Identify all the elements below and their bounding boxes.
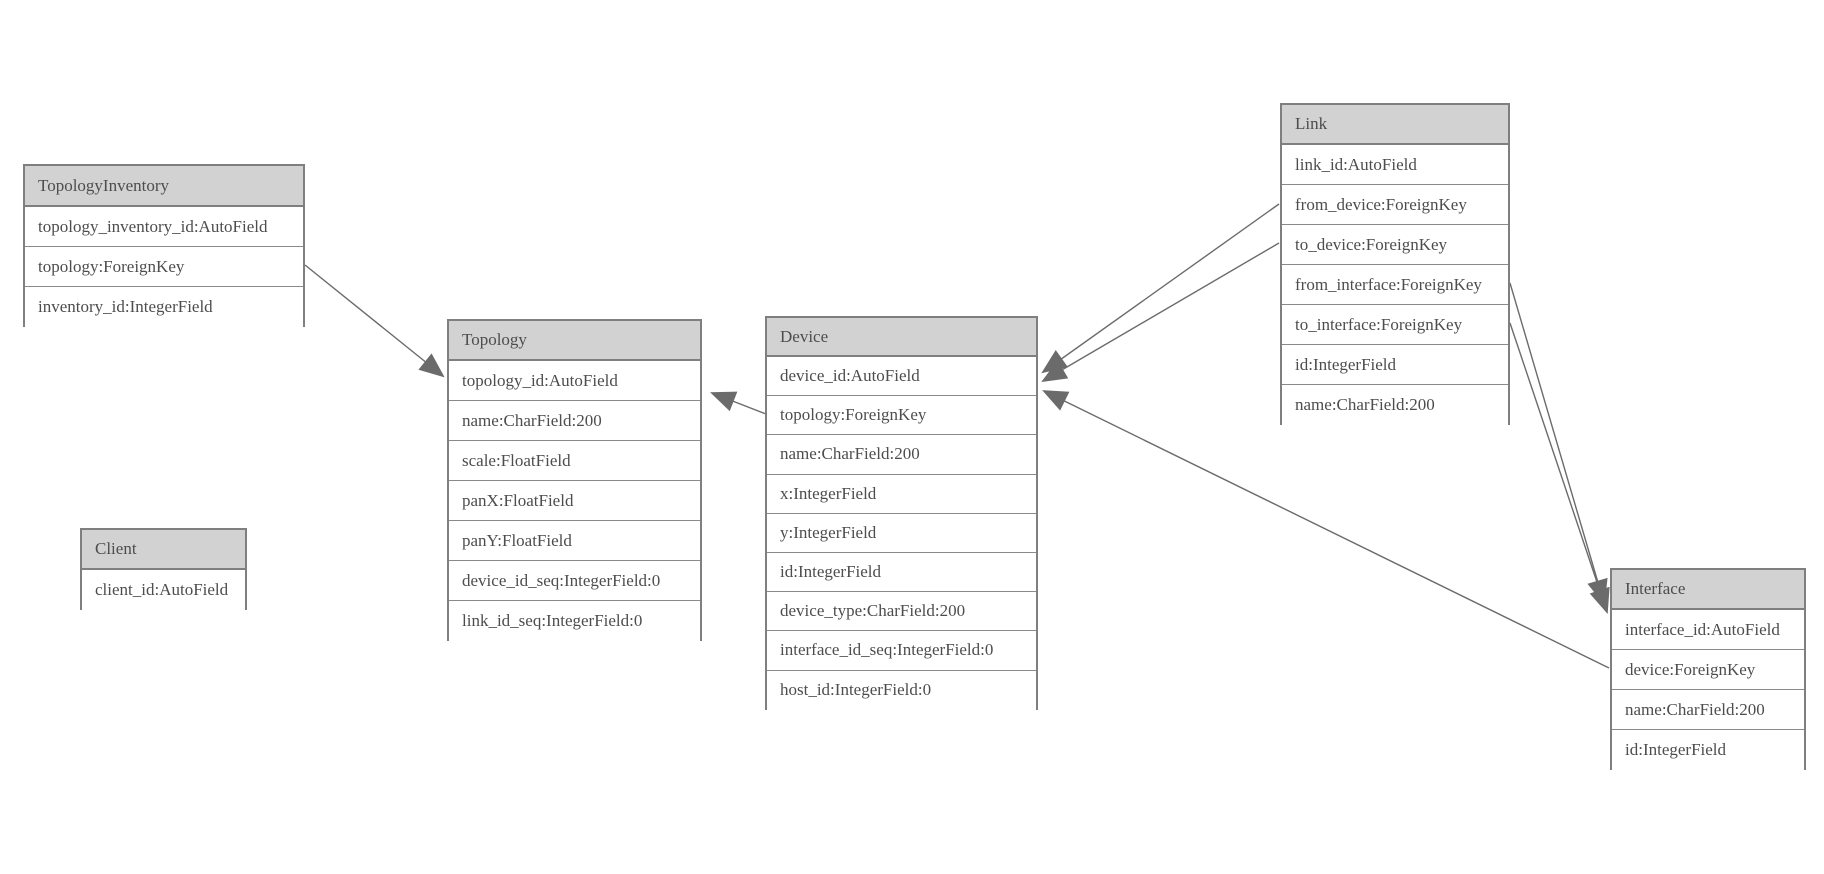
field-row: id:IntegerField	[767, 552, 1036, 593]
field-row: panY:FloatField	[449, 521, 700, 561]
table-title: TopologyInventory	[38, 175, 170, 195]
field-row: panX:FloatField	[449, 481, 700, 521]
table-title: Device	[780, 326, 829, 346]
field-label: host_id:IntegerField:0	[780, 680, 932, 700]
field-label: topology_inventory_id:AutoField	[38, 216, 268, 236]
field-label: name:CharField:200	[1625, 699, 1765, 719]
field-label: inventory_id:IntegerField	[38, 297, 213, 316]
table-header-topologyinventory: TopologyInventory	[25, 166, 303, 207]
edge-topologyinventory-topology	[304, 264, 445, 378]
field-row: from_device:ForeignKey	[1282, 185, 1508, 225]
table-header-interface: Interface	[1612, 570, 1804, 610]
field-label: link_id:AutoField	[1295, 154, 1417, 174]
field-row: device_id_seq:IntegerField:0	[449, 561, 700, 601]
field-row: id:IntegerField	[1282, 345, 1508, 385]
field-row: device_type:CharField:200	[767, 592, 1036, 632]
field-row: to_device:ForeignKey	[1282, 225, 1508, 265]
table-title: Topology	[462, 330, 527, 349]
edge-link-from_device-device	[1041, 203, 1280, 374]
field-row: topology:ForeignKey	[767, 396, 1036, 436]
field-row: device:ForeignKey	[1612, 650, 1804, 690]
field-label: y:IntegerField	[780, 522, 877, 542]
field-label: from_interface:ForeignKey	[1295, 274, 1482, 294]
field-label: panY:FloatField	[462, 530, 572, 550]
field-label: id:IntegerField	[1625, 740, 1727, 759]
table-title: Client	[95, 539, 137, 558]
table-device: Device device_id:AutoField topology:Foreig…	[765, 316, 1038, 710]
field-label: name:CharField:200	[462, 410, 602, 430]
field-label: to_interface:ForeignKey	[1295, 314, 1463, 334]
edge-device-topology	[710, 391, 767, 415]
field-row: x:IntegerField	[767, 474, 1036, 514]
field-label: topology:ForeignKey	[780, 405, 927, 425]
field-row: inventory_id:IntegerField	[25, 287, 303, 327]
field-row: client_id:AutoField	[82, 570, 245, 610]
field-row: link_id_seq:IntegerField:0	[449, 601, 700, 641]
field-row: interface_id_seq:IntegerField:0	[767, 631, 1036, 671]
table-topology: Topology topology_id:AutoField name:CharFi…	[447, 319, 702, 641]
field-row: topology_inventory_id:AutoField	[25, 207, 303, 247]
edge-link-from_interface-interface	[1509, 282, 1608, 606]
table-topologyinventory: TopologyInventory topology_inventory_id:A…	[23, 164, 305, 327]
field-label: x:IntegerField	[780, 483, 877, 503]
field-label: device_id_seq:IntegerField:0	[462, 570, 661, 590]
field-row: topology_id:AutoField	[449, 361, 700, 401]
table-header-topology: Topology	[449, 321, 700, 361]
field-label: id:IntegerField	[1295, 354, 1397, 374]
field-label: topology_id:AutoField	[462, 370, 618, 390]
field-label: topology:ForeignKey	[38, 256, 185, 276]
table-header-device: Device	[767, 318, 1036, 357]
field-row: host_id:IntegerField:0	[767, 670, 1036, 710]
field-label: interface_id_seq:IntegerField:0	[780, 640, 994, 660]
field-row: y:IntegerField	[767, 513, 1036, 553]
field-row: from_interface:ForeignKey	[1282, 265, 1508, 305]
field-row: name:CharField:200	[767, 435, 1036, 475]
field-row: scale:FloatField	[449, 441, 700, 481]
edge-link-to_interface-interface	[1509, 322, 1610, 614]
table-title: Interface	[1625, 579, 1686, 598]
field-label: panX:FloatField	[462, 490, 574, 510]
field-row: name:CharField:200	[1282, 385, 1508, 425]
field-row: interface_id:AutoField	[1612, 610, 1804, 650]
field-label: client_id:AutoField	[95, 580, 229, 599]
field-label: from_device:ForeignKey	[1295, 194, 1467, 214]
field-label: name:CharField:200	[780, 444, 920, 464]
field-label: device:ForeignKey	[1625, 659, 1756, 679]
table-client: Client client_id:AutoField	[80, 528, 247, 610]
field-label: id:IntegerField	[780, 562, 882, 582]
edge-interface-device	[1042, 390, 1610, 669]
field-label: to_device:ForeignKey	[1295, 234, 1448, 254]
field-label: scale:FloatField	[462, 450, 571, 470]
field-label: device_id:AutoField	[780, 366, 920, 386]
field-row: name:CharField:200	[449, 401, 700, 441]
field-row: topology:ForeignKey	[25, 247, 303, 287]
field-row: to_interface:ForeignKey	[1282, 305, 1508, 345]
field-label: name:CharField:200	[1295, 395, 1435, 414]
field-row: link_id:AutoField	[1282, 145, 1508, 185]
field-row: id:IntegerField	[1612, 730, 1804, 770]
field-label: interface_id:AutoField	[1625, 619, 1780, 639]
edge-link-to_device-device	[1041, 242, 1280, 383]
field-row: name:CharField:200	[1612, 690, 1804, 730]
field-row: device_id:AutoField	[767, 357, 1036, 397]
table-header-link: Link	[1282, 105, 1508, 145]
table-title: Link	[1295, 114, 1328, 133]
field-label: device_type:CharField:200	[780, 601, 966, 621]
table-header-client: Client	[82, 530, 245, 570]
table-link: Link link_id:AutoField from_device:Foreign…	[1280, 103, 1510, 425]
table-interface: Interface interface_id:AutoField device:Fo…	[1610, 568, 1806, 770]
field-label: link_id_seq:IntegerField:0	[462, 611, 643, 630]
